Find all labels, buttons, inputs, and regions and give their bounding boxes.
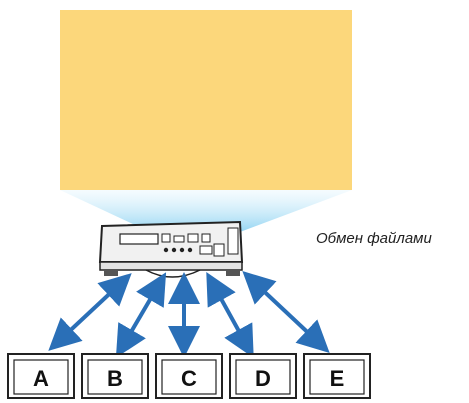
- arrow-a: [48, 273, 132, 351]
- terminal-b: B: [81, 353, 149, 399]
- arrow-e: [242, 271, 330, 353]
- caption-file-sharing: Обмен файлами: [316, 230, 432, 247]
- light-beam: [60, 190, 352, 232]
- terminal-c: C: [155, 353, 223, 399]
- projection-screen: [60, 10, 352, 190]
- arrow-group: [48, 271, 330, 359]
- terminal-a-label: A: [33, 366, 49, 391]
- projector-icon: [98, 220, 244, 278]
- arrow-b: [115, 272, 167, 358]
- terminal-e: E: [303, 353, 371, 399]
- terminal-a: A: [7, 353, 75, 399]
- terminal-b-label: B: [107, 366, 123, 391]
- terminal-d: D: [229, 353, 297, 399]
- terminal-e-label: E: [330, 366, 345, 391]
- terminal-d-label: D: [255, 366, 271, 391]
- terminal-c-label: C: [181, 366, 197, 391]
- arrow-d: [206, 271, 254, 359]
